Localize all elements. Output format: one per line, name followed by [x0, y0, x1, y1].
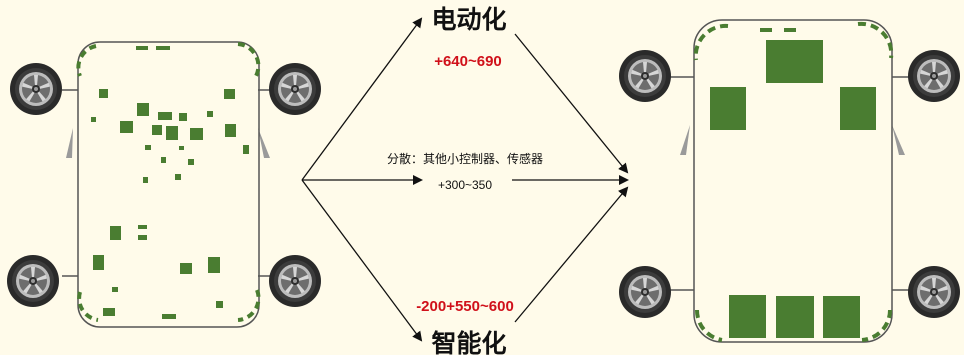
transition-arrows [301, 17, 629, 342]
bottom-label: 智能化 [431, 329, 506, 355]
ecu-module-icon [103, 308, 115, 316]
ecu-module-icon [225, 124, 236, 137]
ecu-module-icon [99, 89, 108, 98]
ecu-module-icon [162, 314, 176, 319]
ecu-module-icon [710, 87, 746, 130]
ecu-module-icon [120, 121, 133, 133]
arrow-icon [514, 186, 629, 323]
corner-sensor-arc [77, 291, 99, 322]
wheel-icon [269, 63, 321, 115]
ecu-module-icon [156, 46, 170, 50]
ecu-module-icon [760, 28, 772, 32]
ecu-module-icon [166, 126, 178, 140]
ecu-module-icon [784, 28, 796, 32]
right-mirror [258, 128, 270, 158]
ecu-module-icon [137, 103, 149, 116]
ecu-module-icon [776, 296, 814, 338]
ecu-module-icon [840, 87, 876, 130]
ecu-module-icon [138, 225, 147, 229]
ecu-module-icon [91, 117, 96, 122]
chassis-outline [77, 41, 260, 328]
ecu-module-icon [158, 112, 172, 120]
ecu-module-icon [143, 177, 148, 183]
corner-sensor-arc [76, 44, 97, 77]
ecu-module-icon [729, 295, 766, 338]
chassis-outline [693, 19, 893, 343]
ecu-module-icon [208, 257, 220, 273]
ecu-module-icon [136, 46, 148, 50]
middle-value: +300~350 [438, 178, 492, 192]
ecu-module-icon [188, 159, 194, 165]
ecu-module-icon [243, 145, 249, 154]
top-label: 电动化 [431, 5, 506, 34]
wheel-icon [7, 255, 59, 307]
corner-sensor-arc [861, 309, 893, 342]
ecu-module-icon [179, 146, 184, 150]
distributed-ecus [91, 46, 249, 319]
ecu-module-icon [93, 255, 104, 270]
corner-sensor-arc [237, 289, 261, 322]
ecu-module-icon [110, 226, 121, 240]
ecu-module-icon [823, 296, 860, 338]
ecu-module-icon [207, 111, 213, 117]
ecu-module-icon [152, 125, 162, 135]
ecu-module-icon [112, 287, 118, 292]
top-value: +640~690 [434, 53, 502, 70]
corner-sensor-arc [857, 21, 894, 59]
ecu-module-icon [145, 145, 151, 150]
ecu-module-icon [175, 174, 181, 180]
wheel-icon [908, 50, 960, 102]
right-vehicle [619, 19, 960, 343]
ecu-module-icon [180, 263, 192, 274]
wheel-icon [619, 50, 671, 102]
wheel-icon [908, 266, 960, 318]
left-mirror [680, 125, 690, 155]
ecu-module-icon [161, 157, 166, 163]
ecu-module-icon [224, 89, 235, 99]
arrow-icon [301, 179, 423, 342]
ecu-module-icon [179, 113, 187, 121]
arrow-icon [301, 17, 423, 181]
right-mirror [892, 125, 905, 155]
wheel-icon [619, 266, 671, 318]
corner-sensor-arc [694, 309, 723, 342]
left-vehicle [7, 41, 321, 328]
middle-label: 分散：其他小控制器、传感器 [387, 151, 543, 166]
domain-controllers [710, 28, 876, 338]
bottom-value: -200+550~600 [416, 298, 514, 315]
corner-sensor-arc [693, 23, 729, 61]
ecu-module-icon [766, 40, 823, 83]
ecu-module-icon [216, 301, 223, 308]
arrow-icon [514, 33, 629, 174]
wheel-icon [10, 63, 62, 115]
ecu-module-icon [138, 235, 147, 240]
left-mirror [66, 128, 73, 158]
corner-sensor-arc [237, 42, 261, 77]
wheel-icon [269, 255, 321, 307]
ecu-module-icon [190, 128, 203, 140]
